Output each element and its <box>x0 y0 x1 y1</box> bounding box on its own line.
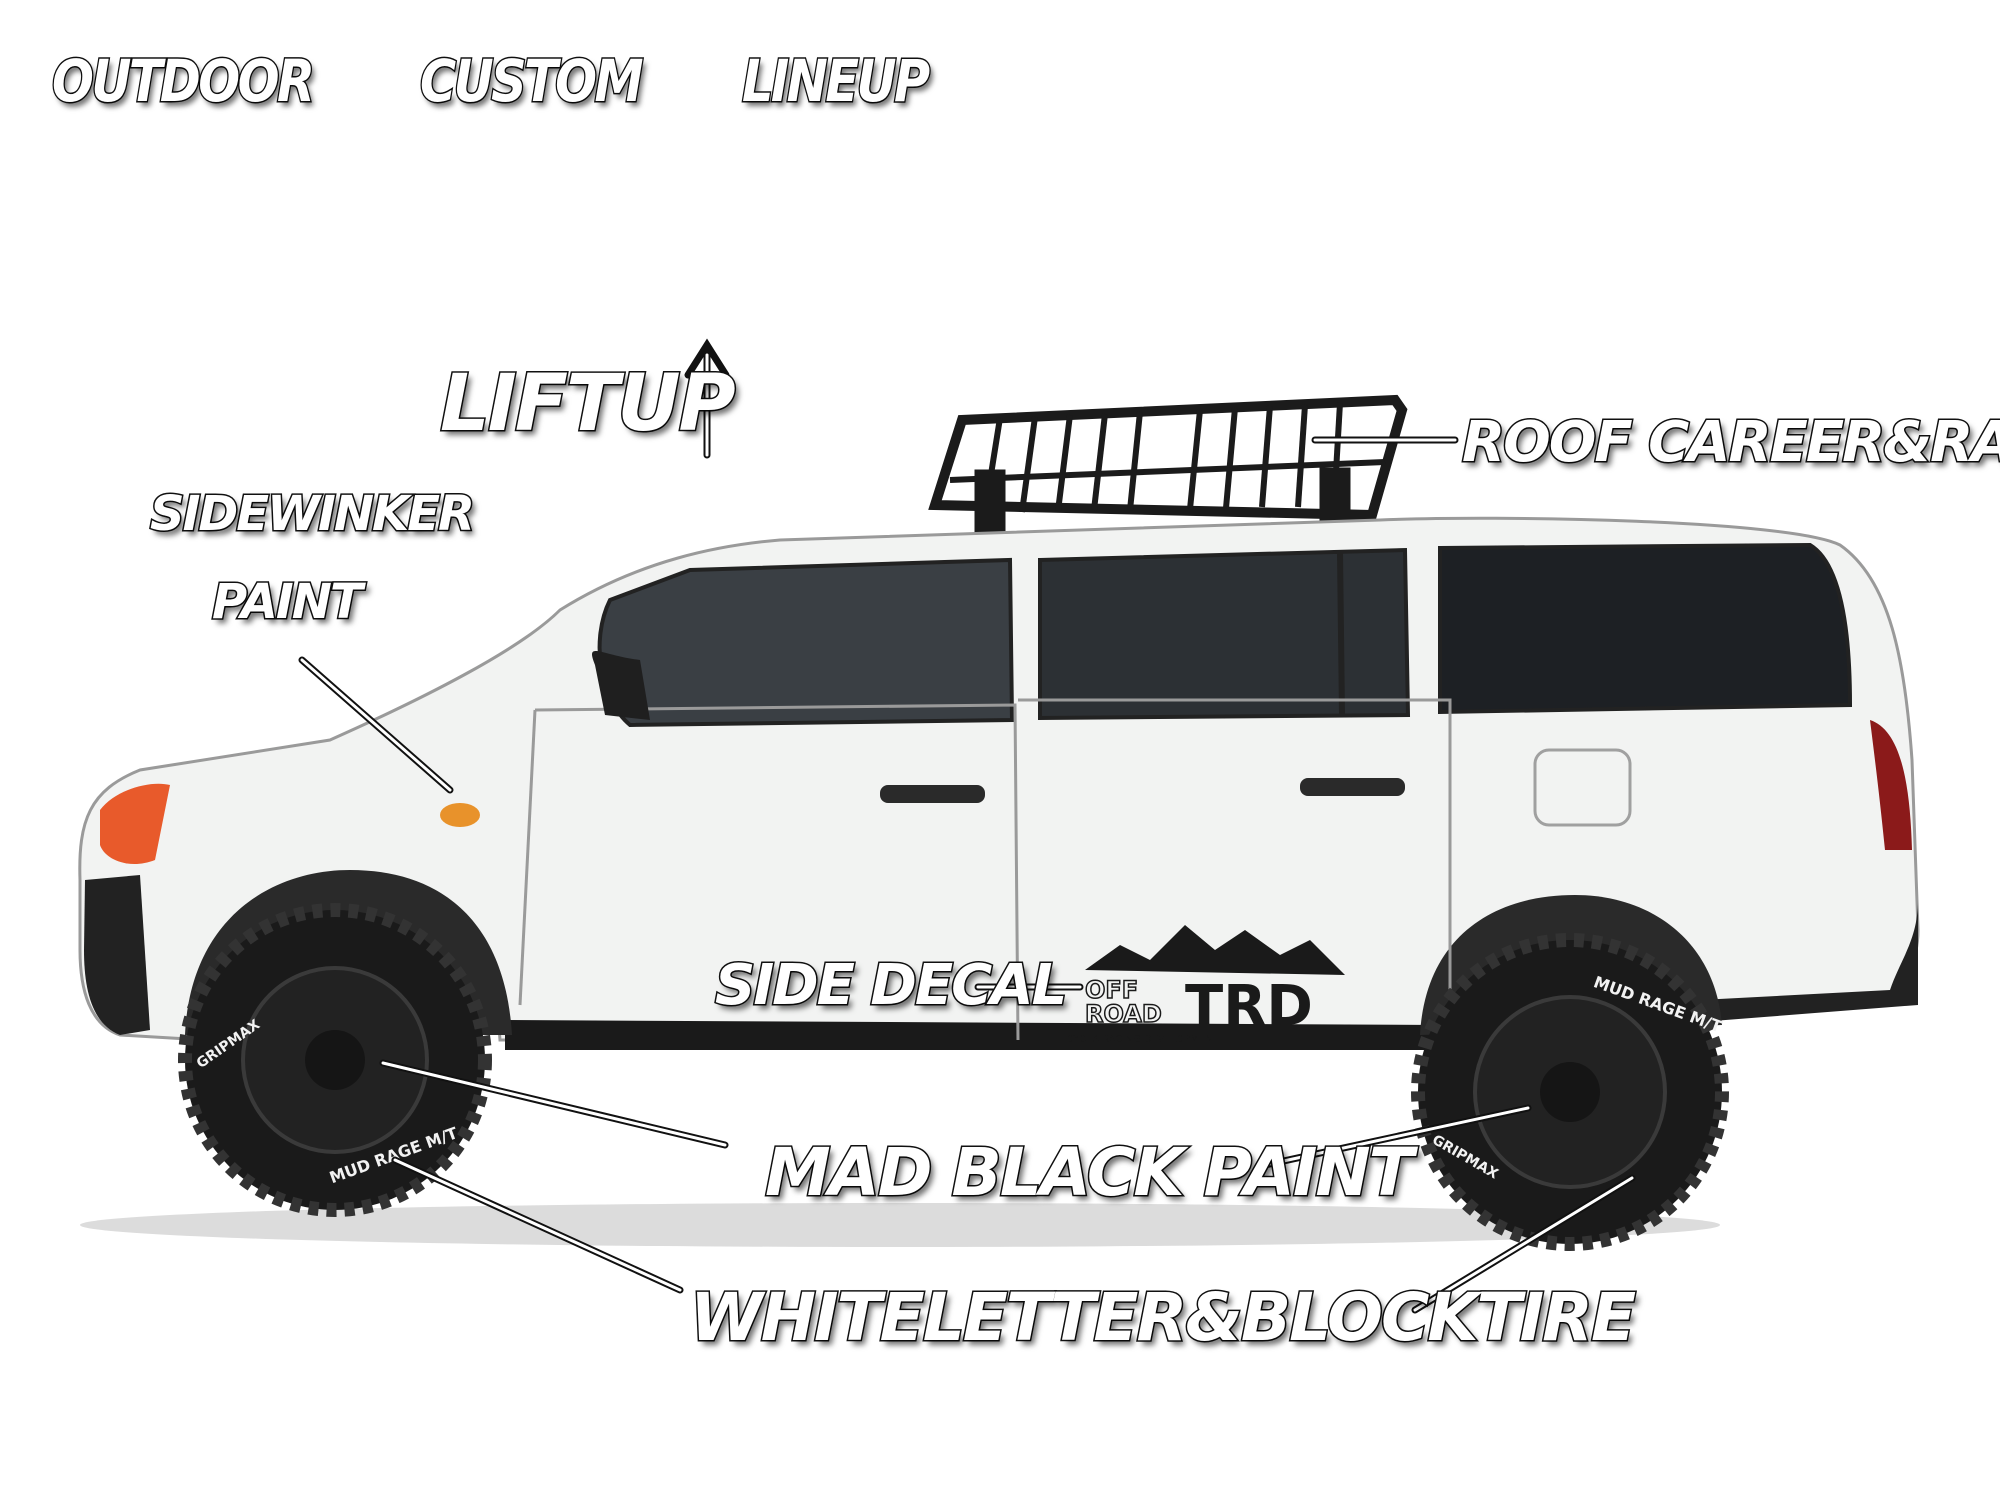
side-winker <box>440 803 480 827</box>
front-wheel: MUD RAGE M/T GRIPMAX <box>178 903 492 1217</box>
top-nav: OUTDOOR CUSTOM LINEUP <box>51 47 961 115</box>
side-decal-graphic: OFF ROAD TRD TOYOTA RACING DEVELOPMENT <box>1059 925 1345 1045</box>
decal-trd: TRD <box>1185 974 1313 1039</box>
sidewinker-label-line2: PAINT <box>211 574 365 630</box>
decal-off: OFF <box>1085 976 1138 1004</box>
ground-shadow <box>80 1203 1720 1247</box>
mad-black-label: MAD BLACK PAINT <box>764 1134 1416 1211</box>
white-letter-label: WHITELETTER&BLOCKTIRE <box>688 1279 1637 1356</box>
sidewinker-label-line1: SIDEWINKER <box>149 486 477 542</box>
decal-tagline: TOYOTA RACING DEVELOPMENT <box>1059 1034 1219 1045</box>
rear-wheel: MUD RAGE M/T GRIPMAX <box>1411 933 1729 1251</box>
nav-item-lineup[interactable]: LINEUP <box>741 47 932 115</box>
nav-item-custom[interactable]: CUSTOM <box>419 47 645 115</box>
liftup-label: LIFTUP <box>439 359 738 449</box>
side-decal-label: SIDE DECAL <box>713 953 1068 1018</box>
roof-label: ROOF CAREER&RACK <box>1460 410 2000 475</box>
nav-item-outdoor[interactable]: OUTDOOR <box>51 47 317 115</box>
decal-road: ROAD <box>1085 1000 1162 1028</box>
